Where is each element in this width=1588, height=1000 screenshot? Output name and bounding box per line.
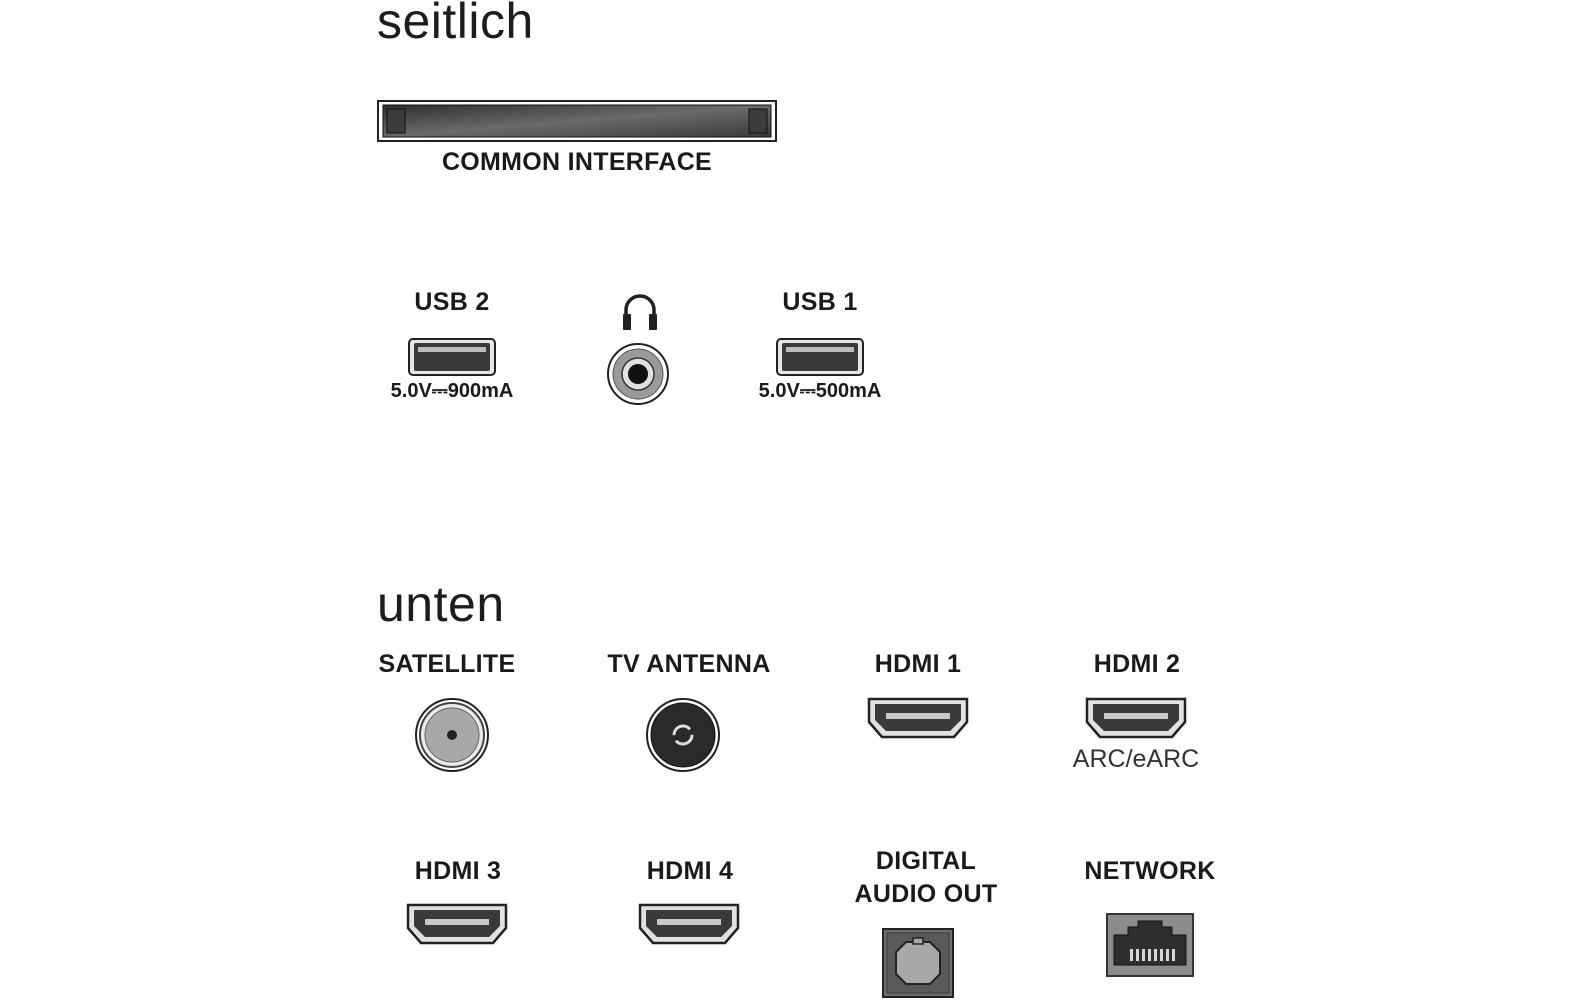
tv-antenna-label: TV ANTENNA xyxy=(607,650,771,678)
network-label: NETWORK xyxy=(1084,857,1216,885)
ethernet-port-icon xyxy=(1106,913,1194,977)
digital-audio-out-label-line1: DIGITAL xyxy=(875,847,977,875)
headphones-icon xyxy=(620,292,660,332)
hdmi2-port-icon xyxy=(1084,696,1188,740)
section-title-side: seitlich xyxy=(377,0,534,49)
hdmi1-port-icon xyxy=(866,696,970,740)
common-interface-slot-icon xyxy=(377,100,777,142)
section-title-bottom: unten xyxy=(377,576,505,632)
satellite-connector-icon xyxy=(414,697,490,773)
tv-antenna-connector-icon xyxy=(645,697,721,773)
headphone-jack-icon xyxy=(606,342,670,406)
optical-audio-port-icon xyxy=(882,928,954,998)
satellite-label: SATELLITE xyxy=(378,650,516,678)
usb1-port-icon xyxy=(776,338,864,376)
hdmi3-port-icon xyxy=(405,902,509,946)
usb2-rating: 5.0V⎓900mA xyxy=(390,380,514,402)
digital-audio-out-label: DIGITAL AUDIO OUT xyxy=(826,845,1026,911)
usb2-label: USB 2 xyxy=(414,288,490,316)
common-interface-label: COMMON INTERFACE xyxy=(441,148,713,176)
usb2-port-icon xyxy=(408,338,496,376)
hdmi4-port-icon xyxy=(637,902,741,946)
hdmi2-arc-note: ARC/eARC xyxy=(1072,745,1200,773)
digital-audio-out-label-line2: AUDIO OUT xyxy=(854,880,998,908)
hdmi1-label: HDMI 1 xyxy=(874,650,962,678)
hdmi2-label: HDMI 2 xyxy=(1093,650,1181,678)
usb1-label: USB 1 xyxy=(782,288,858,316)
hdmi3-label: HDMI 3 xyxy=(414,857,502,885)
hdmi4-label: HDMI 4 xyxy=(646,857,734,885)
usb1-rating: 5.0V⎓500mA xyxy=(758,380,882,402)
